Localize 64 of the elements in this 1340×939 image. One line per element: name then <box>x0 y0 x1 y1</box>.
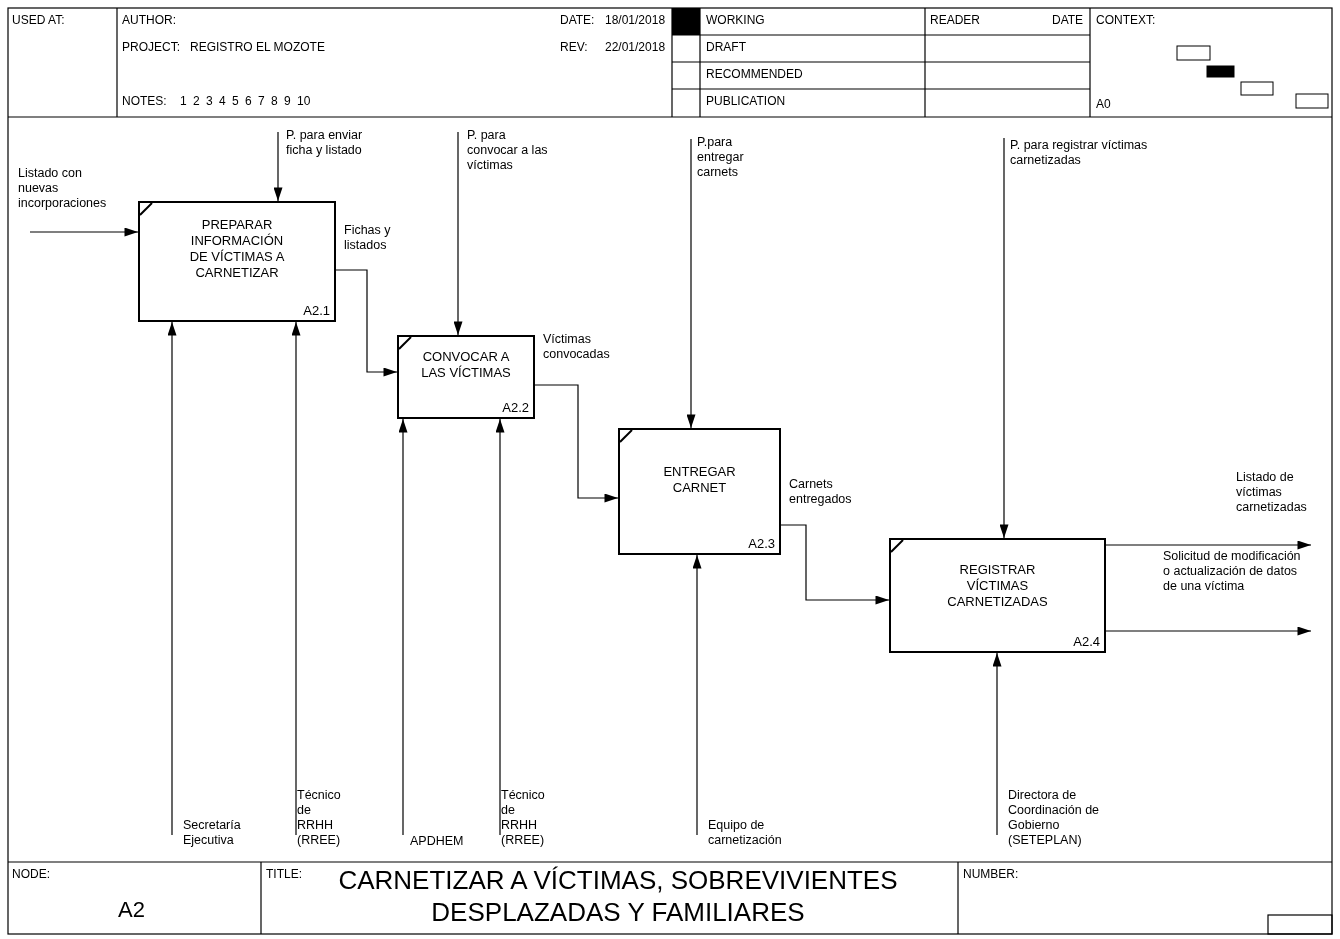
arrow-label: Solicitud de modificación o actualización de datos de una víctima <box>1163 549 1303 627</box>
activity-name: ENTREGAR CARNET <box>662 464 737 496</box>
field-label: PROJECT: <box>122 40 180 54</box>
status-label: PUBLICATION <box>706 94 786 108</box>
status-label: WORKING <box>706 13 765 27</box>
diagram-title: CARNETIZAR A VÍCTIMAS, SOBREVIVIENTES DESPLAZADAS Y FAMILIARES <box>337 864 899 928</box>
arrow-label: Listado con nuevas incorporaciones <box>18 166 122 228</box>
activity-box <box>618 428 781 555</box>
arrow-label: APDHEM <box>410 834 470 850</box>
node-number: A2.2 <box>502 400 529 415</box>
field-label: TITLE: <box>266 867 302 881</box>
arrow-label: Secretaría Ejecutiva <box>183 818 253 850</box>
node-number: A2.4 <box>1073 634 1100 649</box>
arrow <box>780 524 890 605</box>
arrow <box>29 227 139 237</box>
arrow <box>335 269 398 377</box>
arrow <box>992 652 1002 836</box>
arrow-label: P.para entregar carnets <box>697 135 767 183</box>
activity-box <box>889 538 1106 653</box>
field-value: REGISTRO EL MOZOTE <box>190 40 325 54</box>
arrow-label: P. para convocar a las víctimas <box>467 128 549 176</box>
activity-name: CONVOCAR A LAS VÍCTIMAS <box>421 349 511 381</box>
field-label: CONTEXT: <box>1096 13 1156 27</box>
activity-box <box>138 201 336 322</box>
arrow <box>495 418 505 836</box>
field-label: READER <box>930 13 980 27</box>
arrow <box>1105 540 1312 550</box>
field-value: 22/01/2018 <box>605 40 666 54</box>
activity-box <box>397 335 535 419</box>
arrow <box>273 131 283 202</box>
field-label: NUMBER: <box>963 867 1019 881</box>
status-label: DRAFT <box>706 40 746 54</box>
arrow <box>999 137 1009 539</box>
arrow <box>398 418 408 836</box>
node-number: A2 <box>118 897 145 923</box>
activity-name: REGISTRAR VÍCTIMAS CARNETIZADAS <box>946 562 1049 610</box>
arrow-label: P. para registrar víctimas carnetizadas <box>1010 138 1160 170</box>
arrow <box>167 321 177 836</box>
arrow-label: Equipo de carnetización <box>708 818 818 850</box>
field-label: NOTES: <box>122 94 167 108</box>
activity-name: PREPARAR INFORMACIÓN DE VÍCTIMAS A CARNETIZAR <box>188 217 286 281</box>
field-label: AUTHOR: <box>122 13 176 27</box>
arrow-label: Directora de Coordinación de Gobierno (SETEPLAN) <box>1008 788 1102 850</box>
arrow-label: Técnico de RRHH (RREE) <box>501 788 545 850</box>
note-numbers: 1 2 3 4 5 6 7 8 9 10 <box>180 94 311 108</box>
arrow <box>534 384 619 503</box>
field-label: DATE <box>1052 13 1084 27</box>
arrow <box>291 321 301 836</box>
arrow <box>692 554 702 836</box>
arrow <box>686 138 696 429</box>
arrow-label: Listado de víctimas carnetizadas <box>1236 470 1326 540</box>
arrow <box>453 131 463 336</box>
arrow-label: Técnico de RRHH (RREE) <box>297 788 341 850</box>
field-label: NODE: <box>12 867 50 881</box>
node-number: A2.3 <box>748 536 775 551</box>
node-number: A2.1 <box>303 303 330 318</box>
field-value: 18/01/2018 <box>605 13 666 27</box>
arrow-label: P. para enviar ficha y listado <box>286 128 382 160</box>
field-label: REV: <box>560 40 588 54</box>
field-label: DATE: <box>560 13 595 27</box>
arrow <box>1105 626 1312 636</box>
node-number: A0 <box>1096 97 1111 111</box>
field-label: USED AT: <box>12 13 65 27</box>
status-label: RECOMMENDED <box>706 67 803 81</box>
